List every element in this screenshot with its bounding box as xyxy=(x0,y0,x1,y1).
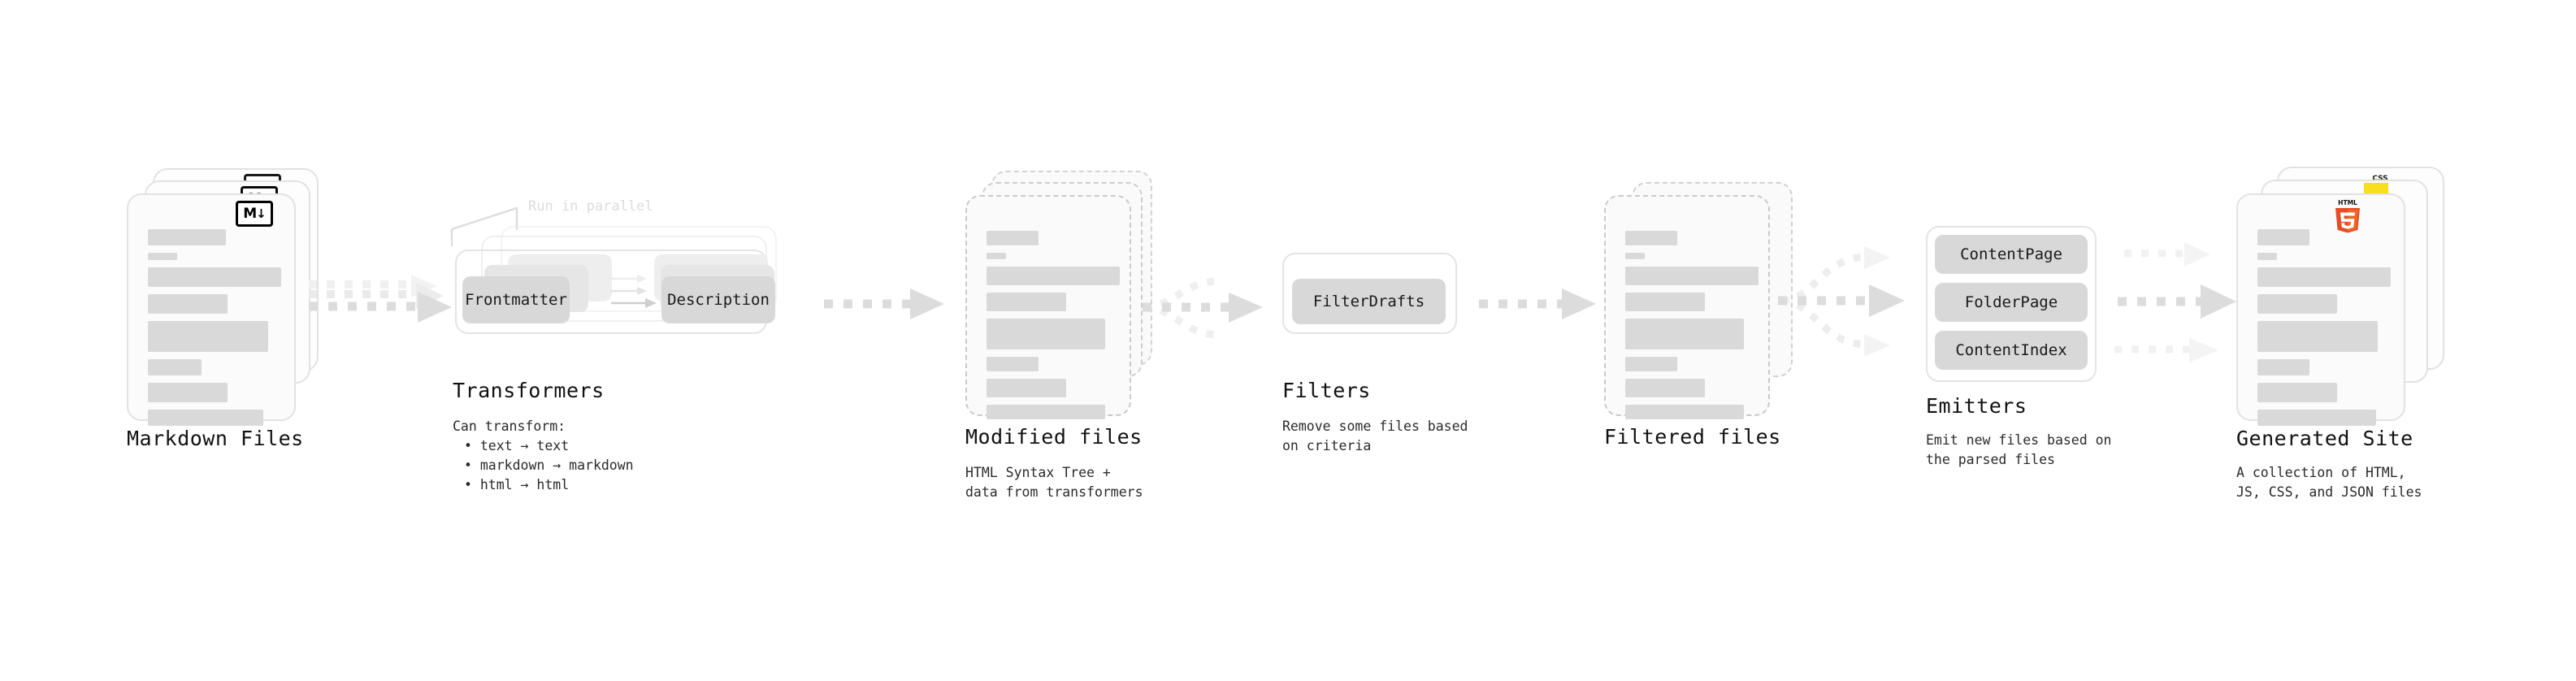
transformers-bullets: • text → text • markdown → markdown • ht… xyxy=(453,436,634,495)
description-chip[interactable]: Description xyxy=(661,276,775,323)
arrow-transformers-to-modified xyxy=(824,288,944,319)
contentpage-chip[interactable]: ContentPage xyxy=(1935,235,2088,274)
skeleton-line xyxy=(1625,405,1744,419)
skeleton-line xyxy=(1625,293,1705,311)
filterdrafts-chip[interactable]: FilterDrafts xyxy=(1292,279,1446,324)
skeleton-line xyxy=(2257,359,2309,375)
transformers-bullet: • text → text xyxy=(464,438,570,453)
filters-title: Filters xyxy=(1282,379,1371,402)
modified-files-subtitle: HTML Syntax Tree + data from transformer… xyxy=(965,465,1143,500)
skeleton-line xyxy=(987,253,1006,259)
generated-site-subtitle: A collection of HTML, JS, CSS, and JSON … xyxy=(2236,465,2422,500)
markdown-card-front xyxy=(127,193,296,426)
skeleton-line xyxy=(987,231,1039,245)
skeleton-line xyxy=(2257,410,2376,426)
arrow-emitters-to-site xyxy=(2114,242,2236,362)
skeleton-line xyxy=(1625,253,1645,259)
skeleton-line xyxy=(2257,229,2309,245)
filtered-card-front xyxy=(1604,195,1770,419)
skeleton-line xyxy=(987,357,1039,371)
skeleton-line xyxy=(148,253,177,260)
folderpage-chip-label: FolderPage xyxy=(1964,293,2058,311)
run-in-parallel-label: Run in parallel xyxy=(528,198,653,215)
frontmatter-chip[interactable]: Frontmatter xyxy=(462,276,570,323)
skeleton-line xyxy=(987,319,1105,349)
transformers-title: Transformers xyxy=(453,379,605,402)
skeleton-line xyxy=(1625,267,1759,285)
arrow-filters-to-filtered xyxy=(1479,288,1596,319)
site-card-front xyxy=(2236,193,2405,426)
skeleton-line xyxy=(987,405,1105,419)
markdown-badge-letter: M xyxy=(243,205,257,222)
markdown-badge: M↓ xyxy=(236,201,273,227)
skeleton-line xyxy=(2257,267,2391,287)
modified-card-front xyxy=(965,195,1131,419)
emitters-subtitle: Emit new files based on the parsed files xyxy=(1926,432,2112,467)
contentindex-chip[interactable]: ContentIndex xyxy=(1935,331,2088,370)
markdown-skeleton xyxy=(148,229,281,433)
filtered-files-title: Filtered files xyxy=(1604,425,1781,449)
skeleton-line xyxy=(987,379,1066,397)
skeleton-line xyxy=(1625,319,1744,349)
markdown-files-title: Markdown Files xyxy=(127,427,304,450)
skeleton-line xyxy=(148,294,228,314)
modified-files-title: Modified files xyxy=(965,425,1143,449)
skeleton-line xyxy=(148,359,202,375)
emitters-box xyxy=(1926,226,2097,382)
site-skeleton xyxy=(2257,229,2391,433)
skeleton-line xyxy=(1625,379,1705,397)
arrow-modified-to-filters xyxy=(1143,277,1263,339)
skeleton-line xyxy=(148,383,228,402)
frontmatter-chip-label: Frontmatter xyxy=(465,291,567,309)
filters-box xyxy=(1282,253,1457,334)
transformers-bullet: • html → html xyxy=(464,476,570,492)
filtered-skeleton xyxy=(1625,231,1759,427)
contentindex-chip-label: ContentIndex xyxy=(1955,341,2067,359)
skeleton-line xyxy=(148,321,268,352)
markdown-badge-arrow: ↓ xyxy=(256,206,267,221)
svg-text:HTML: HTML xyxy=(2338,199,2357,206)
modified-skeleton xyxy=(987,231,1120,427)
skeleton-line xyxy=(2257,253,2277,260)
skeleton-line xyxy=(2257,294,2337,314)
skeleton-line xyxy=(148,410,263,426)
run-in-parallel-bracket xyxy=(450,206,518,247)
filters-subtitle: Remove some files based on criteria xyxy=(1282,419,1468,453)
arrow-filtered-to-emitters xyxy=(1778,246,1905,357)
contentpage-chip-label: ContentPage xyxy=(1960,245,2062,263)
transformers-bullet: • markdown → markdown xyxy=(464,457,634,473)
skeleton-line xyxy=(2257,383,2337,402)
transformers-subtitle-head: Can transform: xyxy=(453,419,566,434)
description-chip-label: Description xyxy=(667,291,770,309)
skeleton-line xyxy=(1625,231,1677,245)
folderpage-chip[interactable]: FolderPage xyxy=(1935,283,2088,322)
skeleton-line xyxy=(148,267,281,287)
skeleton-line xyxy=(987,267,1120,285)
filterdrafts-chip-label: FilterDrafts xyxy=(1312,293,1425,310)
skeleton-line xyxy=(1625,357,1677,371)
generated-site-title: Generated Site xyxy=(2236,427,2413,450)
skeleton-line xyxy=(2257,321,2378,352)
emitters-title: Emitters xyxy=(1926,394,2027,418)
html5-badge: HTML xyxy=(2335,199,2360,233)
skeleton-line xyxy=(148,229,226,245)
transformer-internal-arrows xyxy=(611,275,657,308)
arrow-markdown-to-transformers xyxy=(309,275,452,323)
skeleton-line xyxy=(987,293,1066,311)
svg-text:CSS: CSS xyxy=(2372,175,2387,183)
